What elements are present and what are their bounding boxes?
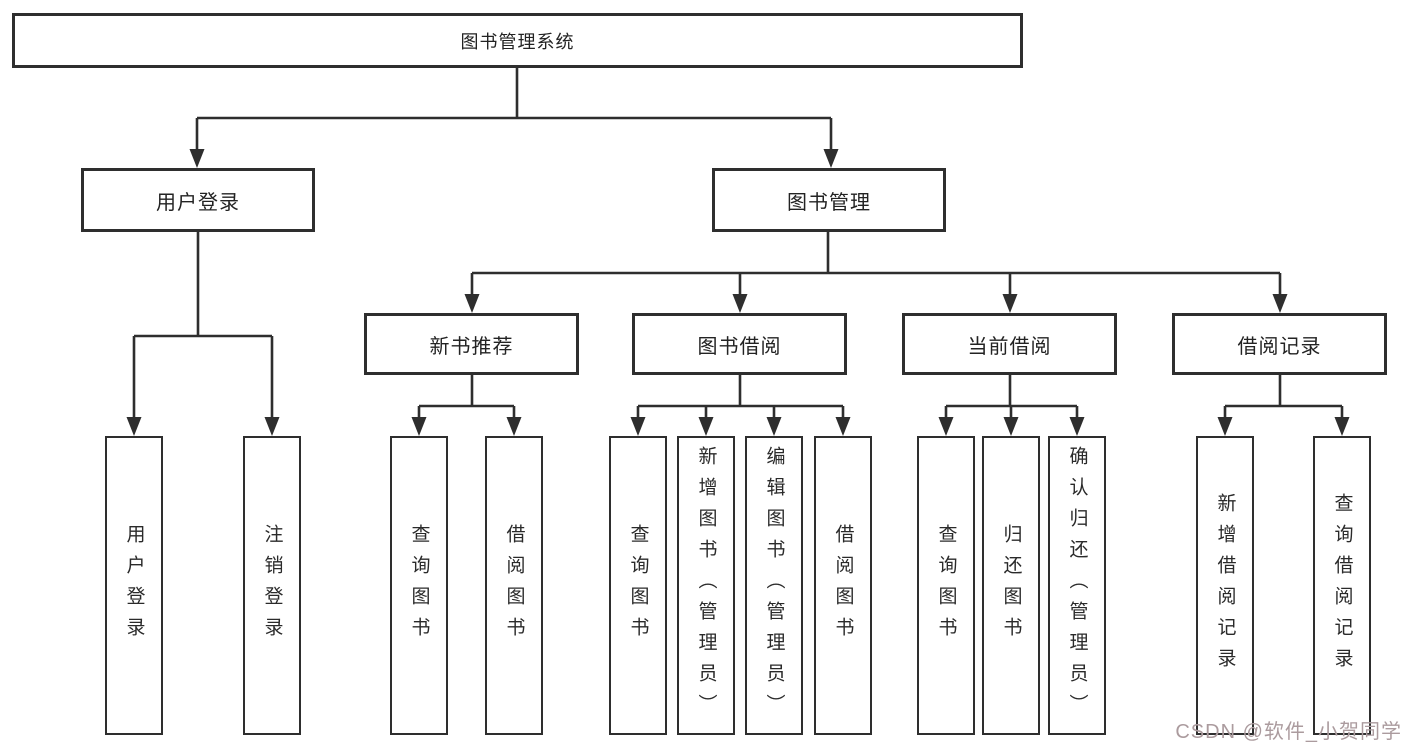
node-label: 当前借阅: [967, 335, 1052, 358]
leaf-borrow-books: 借阅图书: [485, 436, 543, 735]
node-borrow-record: 借阅记录: [1172, 313, 1387, 375]
node-label: 用户登录: [123, 523, 145, 648]
node-label: 新书推荐: [429, 335, 514, 358]
node-label: 查询图书: [627, 523, 649, 648]
leaf-query-books: 查询图书: [609, 436, 667, 735]
leaf-borrow-books: 借阅图书: [814, 436, 872, 735]
leaf-query-books: 查询图书: [390, 436, 448, 735]
node-library-management-system: 图书管理系统: [12, 13, 1023, 68]
leaf-edit-books-admin: 编辑图书（管理员）: [745, 436, 803, 735]
node-label: 查询图书: [935, 523, 957, 648]
node-label: 图书管理系统: [460, 31, 575, 52]
node-label: 图书借阅: [697, 335, 782, 358]
node-book-borrow: 图书借阅: [632, 313, 847, 375]
node-user-login: 用户登录: [81, 168, 315, 232]
node-label: 归还图书: [1000, 523, 1022, 648]
csdn-watermark: CSDN @软件_小贺同学: [1175, 721, 1402, 743]
node-label: 注销登录: [261, 523, 283, 648]
node-current-borrow: 当前借阅: [902, 313, 1117, 375]
leaf-user-login: 用户登录: [105, 436, 163, 735]
node-label: 查询借阅记录: [1331, 492, 1353, 679]
node-label: 图书管理: [787, 191, 871, 214]
leaf-query-borrow-record: 查询借阅记录: [1313, 436, 1371, 735]
node-new-book-recommend: 新书推荐: [364, 313, 579, 375]
node-label: 编辑图书（管理员）: [763, 446, 785, 725]
node-label: 新增借阅记录: [1214, 492, 1236, 679]
leaf-add-books-admin: 新增图书（管理员）: [677, 436, 735, 735]
node-label: 借阅图书: [832, 523, 854, 648]
leaf-logout-login: 注销登录: [243, 436, 301, 735]
leaf-confirm-return-admin: 确认归还（管理员）: [1048, 436, 1106, 735]
node-label: 借阅记录: [1237, 335, 1322, 358]
node-book-management: 图书管理: [712, 168, 946, 232]
leaf-query-books: 查询图书: [917, 436, 975, 735]
node-label: 查询图书: [408, 523, 430, 648]
node-label: 借阅图书: [503, 523, 525, 648]
leaf-add-borrow-record: 新增借阅记录: [1196, 436, 1254, 735]
node-label: 新增图书（管理员）: [695, 446, 717, 725]
node-label: 确认归还（管理员）: [1066, 446, 1088, 725]
leaf-return-books: 归还图书: [982, 436, 1040, 735]
node-label: 用户登录: [156, 191, 240, 214]
